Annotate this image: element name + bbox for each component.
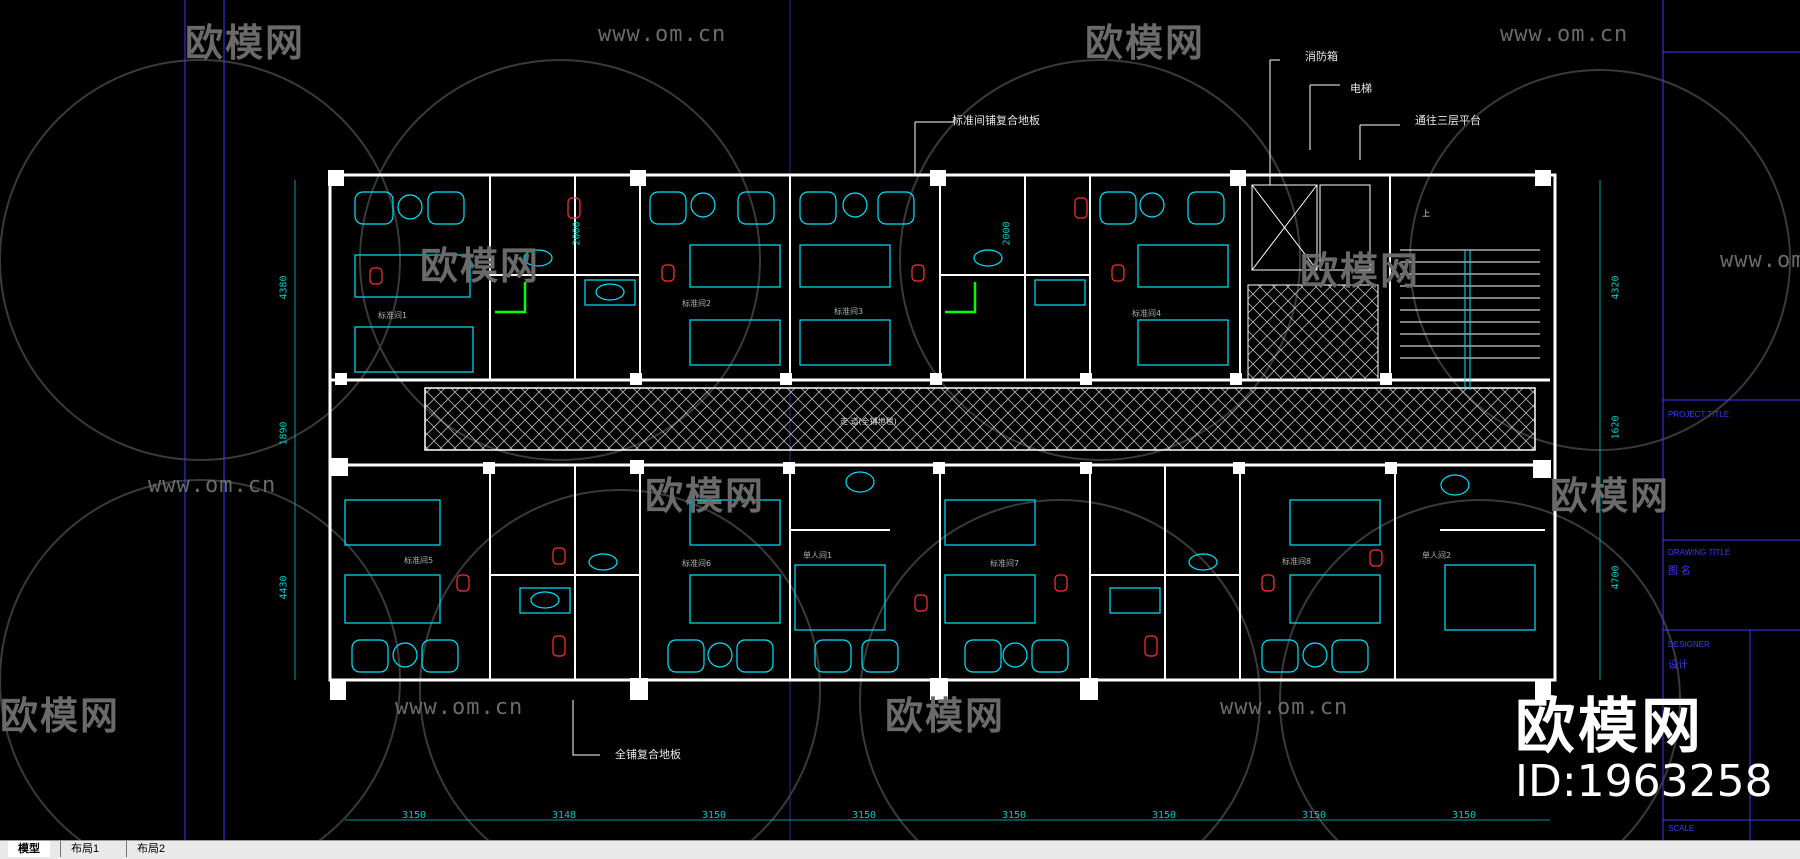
room-label: 标准间7 [990,559,1020,568]
dimension-bottom: 3148 [552,810,577,821]
watermark-brand: 欧模网 [420,244,541,288]
title-block-scale: SCALE [1668,824,1695,833]
dimension-bottom: 3150 [1002,810,1027,821]
title-block-drawing-value: 图 名 [1668,566,1691,577]
tab-model[interactable]: 模型 [8,841,50,857]
dimension-bottom: 3150 [702,810,727,821]
corridor-hatch [424,387,1536,451]
title-block-drawing: DRAWING TITLE [1668,548,1731,557]
dimension-left: 4380 [278,275,290,300]
watermark-brand: 欧模网 [1085,21,1206,65]
dimension-wc: 2000 [1001,221,1013,246]
room-label: 标准间8 [1282,557,1312,566]
watermark-brand: 欧模网 [1550,474,1671,518]
elevator-label: 电梯 [1350,82,1372,95]
dimension-left: 4430 [278,575,290,600]
dimension-bottom: 3150 [852,810,877,821]
elevator-lobby-hatch [1247,284,1379,381]
layout-tab-bar: 模型 布局1 布局2 [0,840,1800,859]
green-lines [495,282,977,314]
dimension-right: 4320 [1610,275,1622,300]
watermark-brand: 欧模网 [645,474,766,518]
dimension-right: 4700 [1610,565,1622,590]
title-block-designer-value: 设计 [1668,660,1688,671]
room-label: 标准间4 [1132,309,1162,318]
leader-lines [572,59,1400,756]
platform-label: 通往三层平台 [1415,114,1481,127]
watermark-url: www.om.cn [1220,695,1349,720]
full-composite-floor-label: 全铺复合地板 [615,748,681,761]
room-label: 标准间5 [404,556,434,565]
brand-logo-text: 欧模网 [1515,692,1704,762]
frame-lines [184,0,1800,840]
dimension-lines [294,180,1601,821]
dimension-bottom: 3150 [402,810,427,821]
dimension-right: 1620 [1610,415,1622,440]
red-chairs [369,197,1383,657]
floor-plan-drawing [0,0,1800,840]
room-label: 标准间6 [682,559,712,568]
fire-hydrant-label: 消防箱 [1305,50,1338,63]
watermark-url: www.om.cn [1720,248,1800,273]
watermark-url: www.om.cn [395,695,524,720]
elevator-shaft [1251,184,1371,271]
dimension-bottom: 3150 [1452,810,1477,821]
watermark-url: www.om.cn [598,22,727,47]
watermark-brand: 欧模网 [885,694,1006,738]
dimension-left: 1890 [278,421,290,446]
top-furniture [354,191,1229,373]
composite-floor-label: 标准间铺复合地板 [952,114,1040,127]
room-label: 标准间3 [834,307,864,316]
bottom-furniture [344,471,1536,673]
tab-layout-2[interactable]: 布局2 [126,841,175,857]
corridor-label: 走 道(全铺地毯) [840,417,897,426]
cad-model-viewport[interactable]: 欧模网 欧模网 欧模网 欧模网 欧模网 欧模网 欧模网 欧模网 www.om.c… [0,0,1800,840]
room-label: 标准间1 [378,311,408,320]
bottom-partitions [489,465,1545,680]
tab-layout-1[interactable]: 布局1 [60,841,109,857]
dimension-wc: 2000 [571,221,583,246]
brand-id: ID:1963258 [1515,756,1773,807]
title-block-designer: DESIGNER [1668,640,1710,649]
watermark-url: www.om.cn [1500,22,1629,47]
room-label: 标准间2 [682,299,712,308]
room-label: 单人间2 [1422,551,1452,560]
top-partitions [489,175,1391,380]
stair-up-label: 上 [1422,209,1430,218]
dimension-bottom: 3150 [1152,810,1177,821]
watermark-brand: 欧模网 [1300,249,1421,293]
dimension-bottom: 3150 [1302,810,1327,821]
stair [1400,249,1540,390]
watermark-url: www.om.cn [148,473,277,498]
room-label: 单人间1 [803,551,833,560]
watermark-brand: 欧模网 [0,694,121,738]
columns [328,170,1551,700]
title-block-project: PROJECT TITLE [1668,410,1730,419]
watermark-brand: 欧模网 [185,21,306,65]
